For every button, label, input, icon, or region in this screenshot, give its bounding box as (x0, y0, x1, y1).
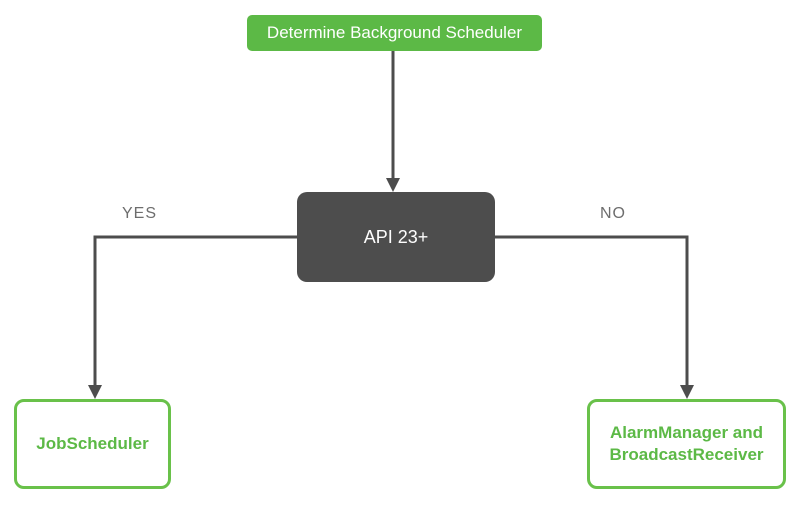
node-alarmmanager-broadcastreceiver: AlarmManager and BroadcastReceiver (587, 399, 786, 489)
edge-label-no: NO (600, 205, 626, 222)
node-determine-background-scheduler: Determine Background Scheduler (247, 15, 542, 51)
arrowhead-down-jobscheduler (88, 385, 102, 399)
edge-decision-to-alarmmanager (495, 235, 689, 388)
arrowhead-down-decision (386, 178, 400, 192)
node-api-23-decision: API 23+ (297, 192, 495, 282)
edge-decision-to-jobscheduler (93, 235, 297, 388)
edge-label-yes: YES (122, 205, 158, 222)
node-jobscheduler: JobScheduler (14, 399, 171, 489)
arrowhead-down-alarmmanager (680, 385, 694, 399)
